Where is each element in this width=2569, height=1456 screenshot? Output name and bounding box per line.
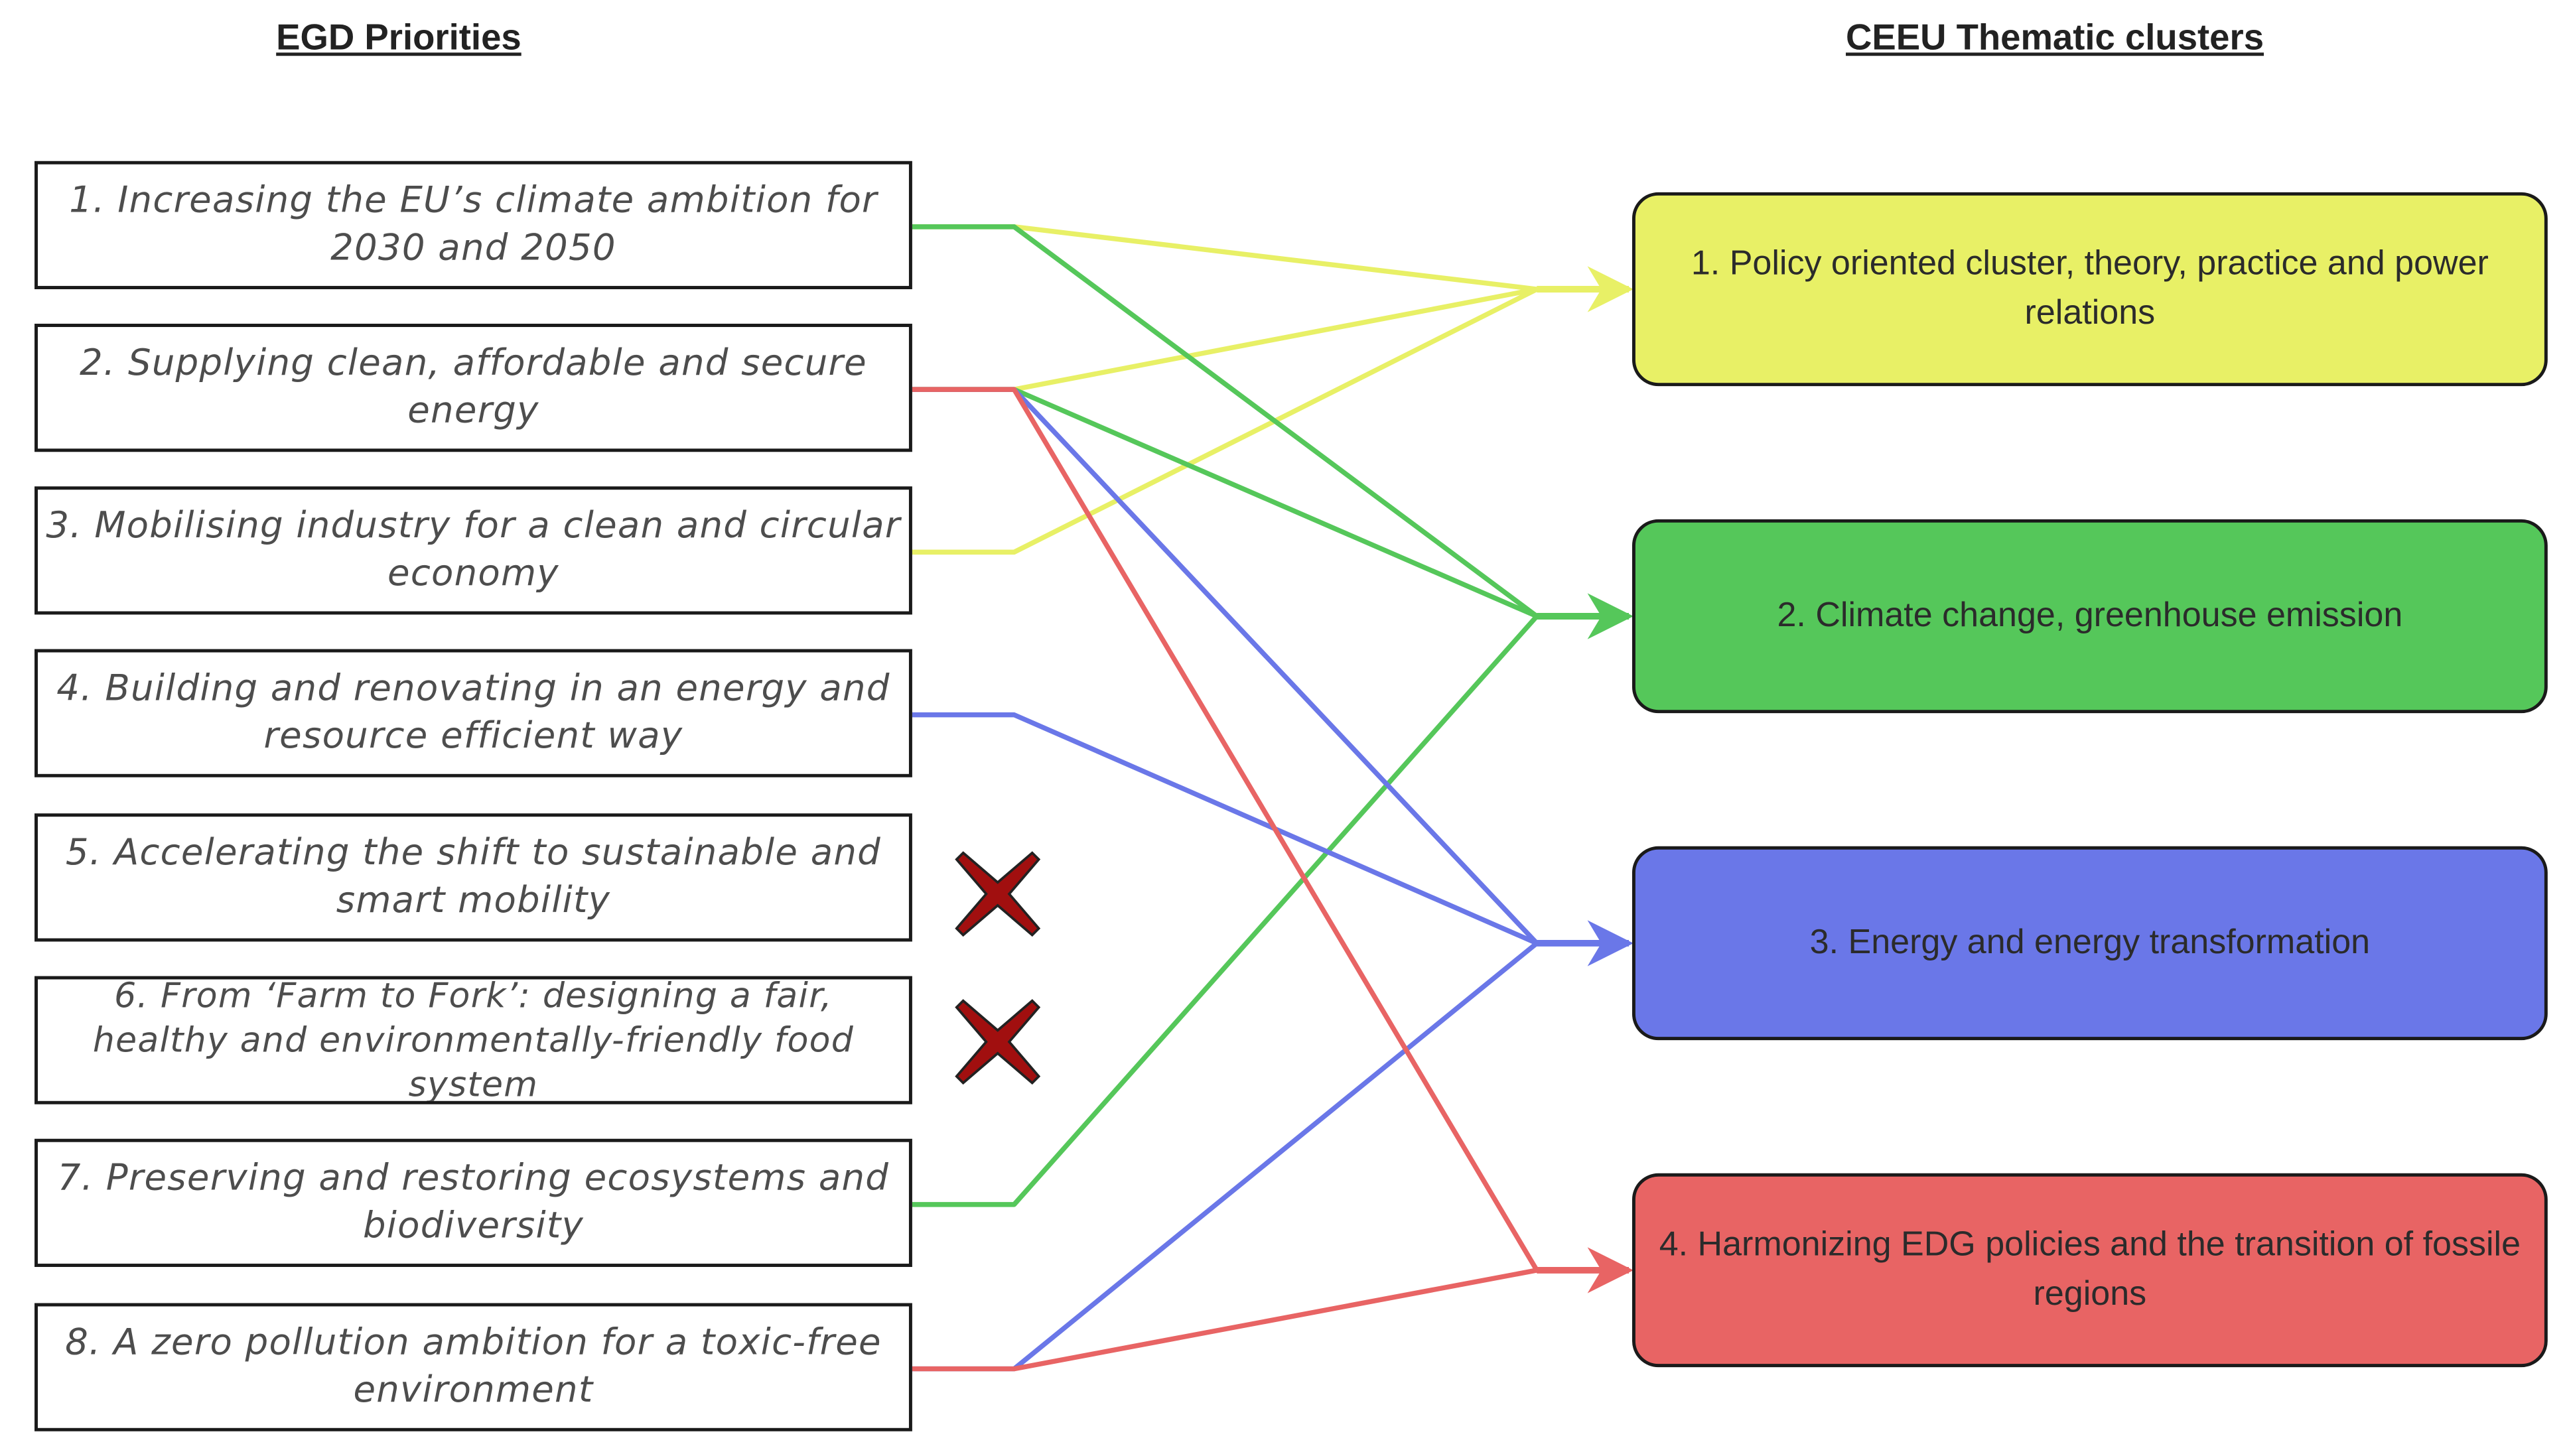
cluster-box-1: 1. Policy oriented cluster, theory, prac…	[1632, 192, 2548, 387]
cluster-label-4: 4. Harmonizing EDG policies and the tran…	[1659, 1226, 2521, 1313]
connection-line	[912, 224, 1539, 618]
priority-label-4: 4. Building and renovating in an energy …	[56, 669, 890, 758]
cluster-box-3: 3. Energy and energy transformation	[1632, 846, 2548, 1041]
connection-line	[912, 1268, 1537, 1372]
ceeu-clusters-header: CEEU Thematic clusters	[1846, 16, 2264, 58]
priority-box-6: 6. From ‘Farm to Fork’: designing a fair…	[35, 976, 912, 1104]
connection-line	[912, 712, 1538, 946]
priority-label-2: 2. Supplying clean, affordable and secur…	[79, 343, 867, 432]
priority-label-5: 5. Accelerating the shift to sustainable…	[65, 832, 881, 922]
x-mark-icon	[955, 999, 1041, 1085]
cluster-box-4: 4. Harmonizing EDG policies and the tran…	[1632, 1173, 2548, 1368]
priority-label-7: 7. Preserving and restoring ecosystems a…	[57, 1158, 890, 1248]
priority-label-3: 3. Mobilising industry for a clean and c…	[46, 506, 901, 595]
connection-line	[912, 224, 1537, 292]
priority-box-7: 7. Preserving and restoring ecosystems a…	[35, 1138, 912, 1267]
cluster-label-1: 1. Policy oriented cluster, theory, prac…	[1691, 245, 2489, 332]
connection-line	[912, 387, 1538, 619]
priority-box-8: 8. A zero pollution ambition for a toxic…	[35, 1303, 912, 1431]
egd-priorities-header: EGD Priorities	[276, 16, 521, 58]
priority-label-6: 6. From ‘Farm to Fork’: designing a fair…	[92, 976, 854, 1104]
connection-line	[912, 387, 1539, 1272]
cluster-box-2: 2. Climate change, greenhouse emission	[1632, 519, 2548, 714]
x-mark-icon	[955, 851, 1041, 937]
priority-box-4: 4. Building and renovating in an energy …	[35, 649, 912, 777]
priority-box-2: 2. Supplying clean, affordable and secur…	[35, 324, 912, 452]
priority-label-1: 1. Increasing the EU’s climate ambition …	[69, 180, 878, 270]
cluster-label-3: 3. Energy and energy transformation	[1809, 923, 2371, 962]
connection-line	[912, 287, 1538, 555]
connection-line	[912, 287, 1537, 392]
priority-box-3: 3. Mobilising industry for a clean and c…	[35, 486, 912, 615]
cluster-label-2: 2. Climate change, greenhouse emission	[1777, 596, 2403, 635]
priority-label-8: 8. A zero pollution ambition for a toxic…	[65, 1323, 882, 1412]
priority-box-1: 1. Increasing the EU’s climate ambition …	[35, 161, 912, 290]
priority-box-5: 5. Accelerating the shift to sustainable…	[35, 813, 912, 942]
connection-line	[912, 614, 1539, 1207]
